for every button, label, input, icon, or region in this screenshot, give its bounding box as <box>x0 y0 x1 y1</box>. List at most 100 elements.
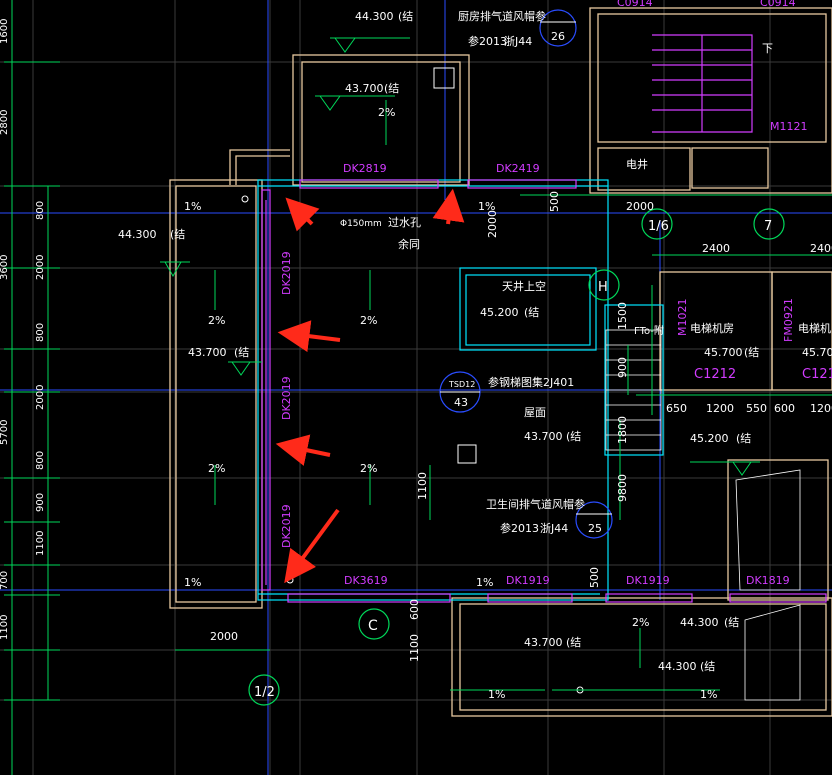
pct-1-b: 1% <box>184 576 201 589</box>
wumian-label: 屋面 <box>524 406 546 419</box>
dim-1500: 1500 <box>616 302 629 330</box>
left-dim-total-3600: 3600 <box>0 255 10 280</box>
elev-45700-a: 45.700 <box>704 346 743 359</box>
dk1919-a: DK1919 <box>506 574 550 587</box>
elev-45700-b: 45.700 <box>802 346 832 359</box>
axis-bubble-c <box>358 608 390 640</box>
elev-44300-left: 44.300 <box>118 228 157 241</box>
ref-2013-b: 参2013 <box>500 521 539 535</box>
left-dim-700: 700 <box>0 571 10 590</box>
n43-label: 43 <box>454 396 468 409</box>
left-dim-total-5700: 5700 <box>0 420 10 445</box>
axis-bubble-12 <box>248 674 280 706</box>
dim-550: 550 <box>746 402 767 415</box>
dim-500-b: 500 <box>588 567 601 588</box>
dim-2400-b: 2400 <box>810 242 832 255</box>
left-dimension-text: 1600 2800 800 2000 800 2000 800 900 1100… <box>0 19 46 640</box>
left-dim-800-b: 800 <box>35 323 46 342</box>
dim-2000-c: 2000 <box>210 630 238 643</box>
ref-bubble-26 <box>539 9 577 47</box>
red-arrow-1 <box>285 197 320 232</box>
left-dim-1100-b: 1100 <box>0 615 10 640</box>
jie-f: (结 <box>566 636 581 649</box>
jie-left: (结 <box>170 228 185 241</box>
m1121-label: M1121 <box>770 120 808 133</box>
dim-900-a: 900 <box>616 357 629 378</box>
dk1819-label: DK1819 <box>746 574 790 587</box>
elev-43700-d: 43.700 <box>524 636 563 649</box>
pct-1-left-top: 1% <box>184 200 201 213</box>
ftm-label: FTo-附 <box>634 324 664 337</box>
jie-c: (结 <box>234 346 249 359</box>
pct-1-a: 1% <box>478 200 495 213</box>
left-dim-800-a: 800 <box>35 201 46 220</box>
tianjing-label: 天井上空 <box>502 279 546 293</box>
bath-vent-note: 卫生间排气道风帽参 <box>486 497 585 511</box>
left-dim-1600: 1600 <box>0 19 10 44</box>
dk3619-label: DK3619 <box>344 574 388 587</box>
kitchen-vent-note: 厨房排气道风帽参 <box>458 9 546 23</box>
ref-2013-a: 参2013 <box>468 34 507 48</box>
jie-h: (结 <box>700 660 715 673</box>
jie-g: (结 <box>724 616 739 629</box>
dk2019-c: DK2019 <box>280 504 293 548</box>
guoshuikong-label: 过水孔 <box>388 216 421 229</box>
bubble-dividers <box>440 21 612 515</box>
axis-c-label: C <box>368 618 378 634</box>
dim-600-b: 600 <box>408 599 421 620</box>
dk2019-b: DK2019 <box>280 376 293 420</box>
dim-1200-a: 1200 <box>706 402 734 415</box>
elev-45200-b: 45.200 <box>690 432 729 445</box>
walls <box>169 7 832 717</box>
dk1919-b: DK1919 <box>626 574 670 587</box>
dk2019-a: DK2019 <box>280 251 293 295</box>
dim-1200-b: 1200 <box>810 402 832 415</box>
dim-9800: 9800 <box>616 474 629 502</box>
dim-600-a: 600 <box>774 402 795 415</box>
dim-500-a: 500 <box>548 191 561 212</box>
elev-43700-c: 43.700 <box>524 430 563 443</box>
pct-a: 2% <box>378 106 395 119</box>
m1021-label: M1021 <box>676 299 689 337</box>
fm0921-label: FM0921 <box>782 298 795 342</box>
axis-16-label: 1/6 <box>648 219 669 234</box>
pct-1-d: 1% <box>488 688 505 701</box>
dim-1800: 1800 <box>616 416 629 444</box>
red-arrow-5 <box>284 508 340 584</box>
pct-mid-b: 2% <box>360 462 377 475</box>
axis-bubble-16 <box>641 208 673 240</box>
dim-2400-a: 2400 <box>702 242 730 255</box>
bubble-26-label: 26 <box>551 30 565 43</box>
axis-bubble-h <box>588 269 620 301</box>
left-dim-2800: 2800 <box>0 110 10 135</box>
pct-mid-a: 2% <box>360 314 377 327</box>
yukong-label: 余同 <box>398 237 420 251</box>
elev-43700-a: 43.700 <box>345 82 384 95</box>
red-arrows <box>275 188 465 584</box>
ref-bubble-25 <box>575 501 613 539</box>
red-arrow-3 <box>277 320 341 353</box>
c1212-a: C1212 <box>694 367 736 382</box>
openings <box>261 34 827 603</box>
dk2419-label: DK2419 <box>496 162 540 175</box>
tsd12-label: TSD12 <box>448 380 475 389</box>
left-dimension-chain <box>4 0 60 775</box>
left-dim-1100-a: 1100 <box>35 531 46 556</box>
axis-bubble-7 <box>753 208 785 240</box>
dim-2000-b: 2000 <box>486 210 499 238</box>
left-dim-800-c: 800 <box>35 451 46 470</box>
jie-e: (结 <box>736 432 751 445</box>
jie-d: (结 <box>566 430 581 443</box>
c0914-a: C0914 <box>617 0 653 9</box>
pct-left-a: 2% <box>208 314 225 327</box>
labels: 44.300 (结 厨房排气道风帽参 参2013 浙J44 26 C0914 C… <box>118 0 832 701</box>
elev-44300-top: 44.300 <box>355 10 394 23</box>
pct-1-c: 1% <box>476 576 493 589</box>
elev-45200-a: 45.200 <box>480 306 519 319</box>
left-dim-2000-b: 2000 <box>35 385 46 410</box>
pct-1-e: 1% <box>700 688 717 701</box>
diantijifang-a: 电梯机房 <box>690 321 734 335</box>
canliao-label: 参钢梯图集2J401 <box>488 375 574 389</box>
